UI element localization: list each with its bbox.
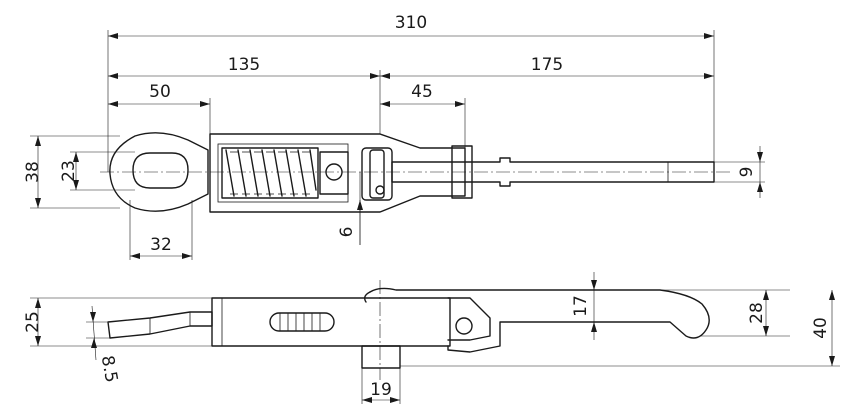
dimension-lever-height: 28 — [747, 290, 769, 336]
spring — [221, 147, 319, 199]
eye-loop — [109, 132, 209, 212]
clevis — [361, 145, 473, 201]
label-eye-slot-height: 23 — [59, 160, 79, 182]
label-rod-offset: 6 — [337, 227, 357, 238]
dimension-overall-length: 310 — [108, 13, 714, 39]
label-overall-length: 310 — [395, 13, 427, 33]
label-eye-width: 32 — [150, 235, 172, 255]
dimension-handle-height: 25 — [23, 298, 43, 346]
top-extension-lines — [30, 30, 765, 260]
dimension-rod-diameter: 9 — [737, 146, 763, 198]
label-lever-rise: 17 — [571, 295, 591, 317]
label-rod-diameter: 9 — [737, 167, 757, 178]
label-handle-height: 25 — [23, 311, 43, 333]
side-mount — [361, 345, 401, 369]
dimension-rod-offset: 6 — [337, 172, 363, 245]
label-total-height: 40 — [811, 317, 831, 339]
dimension-mount-width: 19 — [362, 380, 400, 403]
label-body-length: 135 — [228, 55, 260, 75]
dimension-rod-length: 175 — [380, 55, 714, 79]
label-rod-length: 175 — [531, 55, 563, 75]
dimension-eye-width: 32 — [130, 235, 192, 259]
dimension-eye-length: 50 — [108, 82, 210, 107]
dimension-hinge-offset: 45 — [380, 82, 465, 107]
label-hinge-offset: 45 — [411, 82, 433, 102]
dimension-hook-thickness: 8.5 — [90, 305, 121, 384]
label-eye-length: 50 — [149, 82, 171, 102]
side-view: 25 8.5 17 28 40 — [23, 272, 840, 404]
side-body — [211, 297, 451, 347]
label-eye-height-outer: 38 — [23, 161, 43, 183]
side-hook — [107, 311, 213, 339]
dimension-eye-height-outer: 38 — [23, 136, 43, 208]
label-mount-width: 19 — [370, 380, 392, 400]
top-view: 310 135 175 50 45 — [23, 13, 765, 260]
dimension-total-height: 40 — [811, 290, 835, 366]
label-lever-height: 28 — [747, 302, 767, 324]
side-lever — [363, 287, 710, 353]
latch-body — [209, 133, 466, 213]
pin-block — [319, 151, 349, 195]
label-hook-thickness: 8.5 — [97, 354, 121, 384]
side-extension-lines — [30, 289, 840, 404]
dimension-eye-slot-height: 23 — [59, 152, 79, 190]
dimension-body-length: 135 — [108, 55, 380, 79]
dimension-lever-rise: 17 — [571, 272, 597, 340]
